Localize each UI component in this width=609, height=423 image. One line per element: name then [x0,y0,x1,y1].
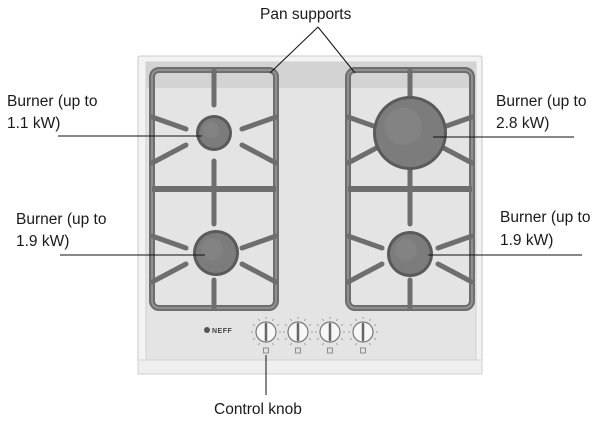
burner-cap-highlight [201,238,223,260]
brand-logo-text: NEFF [212,328,233,335]
callout-labels: Pan supports Burner (up to 1.1 kW) Burne… [7,6,590,418]
burners [193,96,447,277]
pan-support-prong [239,114,279,132]
label-burner-top-left-line2: 1.1 kW) [7,115,60,132]
knob-indicator-icon [295,347,301,354]
knob-tick [309,338,312,340]
knob-tick [322,318,324,321]
control-knob [315,317,345,354]
knob-tick [349,338,352,340]
knob-tick [277,324,280,326]
pan-support-left [149,67,279,311]
label-burner-bottom-left-line2: 1.9 kW) [16,233,69,250]
burner-cap-highlight [202,121,220,139]
knob-tick [252,324,255,326]
knob-tick [272,343,274,346]
label-burner-bottom-left-line1: Burner (up to [16,211,106,228]
label-burner-top-left-line1: Burner (up to [7,93,97,110]
knob-tick [322,343,324,346]
leader-pan-supports-right [317,26,356,74]
pan-support-prong [345,233,385,251]
knob-tick [316,324,319,326]
knob-tick [374,324,377,326]
control-panel: NEFF [204,317,378,354]
pan-support-prong [435,261,475,285]
pan-support-prong [239,142,279,166]
knob-tick [284,338,287,340]
knob-tick [341,324,344,326]
label-burner-bottom-right-line2: 1.9 kW) [500,232,553,249]
knob-indicator-icon [360,347,366,354]
knob-tick [290,343,292,346]
label-burner-bottom-right-line1: Burner (up to [500,209,590,226]
knob-tick [336,343,338,346]
knob-indicator-icon [263,347,269,354]
knob-tick [304,343,306,346]
pan-support-prong [239,233,279,251]
control-knob [283,317,313,354]
knob-tick [336,318,338,321]
pan-support-prong [345,261,385,285]
knob-tick [258,318,260,321]
knob-tick [369,343,371,346]
knob-tick [272,318,274,321]
knob-tick [355,318,357,321]
burner-top-right [373,96,447,170]
label-pan-supports: Pan supports [260,6,352,23]
control-knob [348,317,378,354]
pan-support-prong [149,114,189,132]
knob-indicator-icon [327,347,333,354]
burner-bottom-right [387,231,433,277]
knob-tick [355,343,357,346]
knob-tick [369,318,371,321]
knob-tick [374,338,377,340]
knob-tick [258,343,260,346]
hob-top-strip [146,62,476,88]
leader-pan-supports-left [269,26,319,74]
knob-tick [341,338,344,340]
burner-cap-highlight [384,107,422,145]
pan-supports [149,67,475,311]
pan-support-prong [435,233,475,251]
knob-tick [304,318,306,321]
hob-bottom-edge [137,359,483,375]
brand-logo: NEFF [204,327,233,335]
label-control-knob: Control knob [214,401,302,418]
burner-top-left [196,115,232,151]
pan-support-prong [149,261,189,285]
knob-tick [290,318,292,321]
pan-support-prong [239,261,279,285]
knob-tick [309,324,312,326]
label-burner-top-right-line1: Burner (up to [496,93,586,110]
knob-tick [277,338,280,340]
control-knobs [251,317,378,354]
leader-lines [58,26,582,395]
pan-support-right [345,67,475,311]
pan-support-prong [149,142,189,166]
pan-support-prong [149,233,189,251]
knob-tick [316,338,319,340]
control-knob [251,317,281,354]
label-burner-top-right-line2: 2.8 kW) [496,115,549,132]
knob-tick [284,324,287,326]
burner-bottom-left [193,230,239,276]
knob-tick [252,338,255,340]
burner-cap-highlight [395,239,417,261]
knob-tick [349,324,352,326]
